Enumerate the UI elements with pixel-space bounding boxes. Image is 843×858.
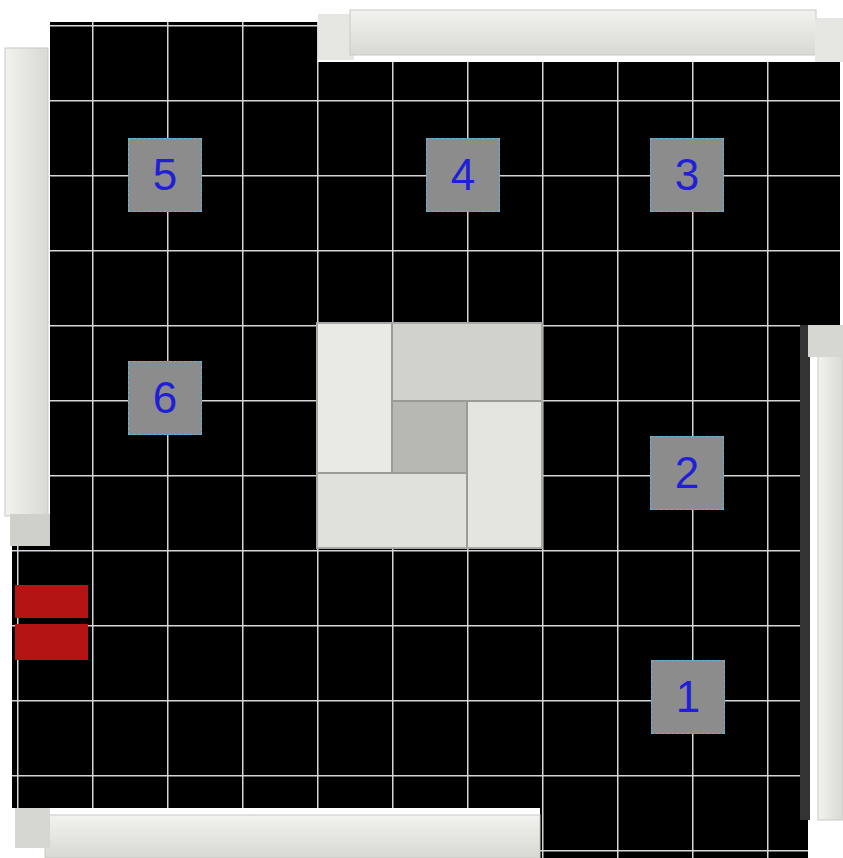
marker-number: 3 bbox=[675, 153, 699, 197]
wall bbox=[15, 808, 50, 848]
wall bbox=[318, 14, 354, 60]
central-block bbox=[317, 323, 542, 548]
floor-edge bbox=[800, 325, 810, 820]
red-cell bbox=[15, 585, 88, 618]
marker-number: 1 bbox=[676, 675, 700, 719]
position-marker: 1 bbox=[651, 660, 725, 734]
wall bbox=[818, 355, 843, 820]
position-marker: 3 bbox=[650, 138, 724, 212]
position-marker: 6 bbox=[128, 361, 202, 435]
marker-number: 4 bbox=[451, 153, 475, 197]
marker-number: 5 bbox=[153, 153, 177, 197]
position-marker: 4 bbox=[426, 138, 500, 212]
marker-number: 2 bbox=[675, 451, 699, 495]
marker-number: 6 bbox=[153, 376, 177, 420]
wall bbox=[10, 514, 50, 546]
wall bbox=[350, 10, 816, 55]
wall bbox=[45, 815, 540, 858]
position-marker: 5 bbox=[128, 138, 202, 212]
wall bbox=[815, 18, 843, 62]
wall bbox=[5, 48, 48, 516]
position-marker: 2 bbox=[650, 436, 724, 510]
wall bbox=[808, 325, 843, 357]
floor bbox=[12, 22, 840, 858]
red-cell bbox=[15, 624, 88, 660]
